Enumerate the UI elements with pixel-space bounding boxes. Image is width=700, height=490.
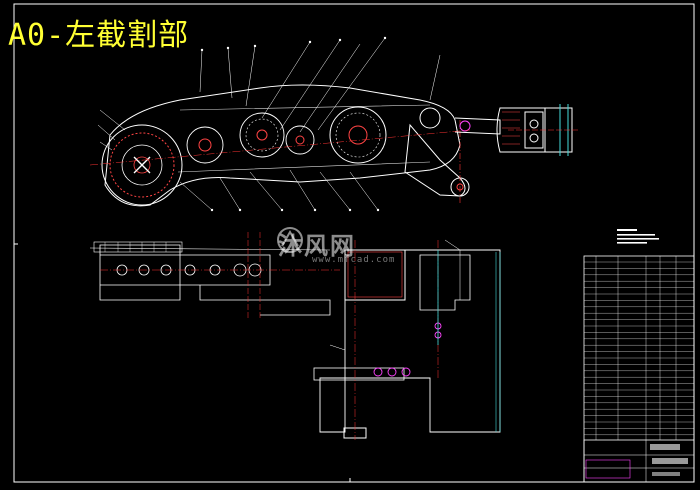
technical-notes	[617, 229, 659, 244]
balloon-marks-top	[200, 36, 387, 212]
left-drum-gear	[101, 124, 183, 206]
drawing-frame	[13, 3, 695, 483]
gearbox-section-view	[313, 239, 501, 440]
arm-centerline	[89, 129, 471, 166]
drawing-title: A0-左截割部	[8, 18, 190, 53]
rocker-link	[404, 123, 466, 197]
section-detail-right	[496, 104, 578, 156]
leader-lines-top	[97, 37, 441, 211]
cutting-arm-assembly	[89, 84, 501, 207]
watermark-url: www.mfcad.com	[312, 255, 396, 265]
shaft-section-view	[89, 232, 340, 320]
intermediate-gears	[186, 106, 441, 164]
watermark-text: 沐风网	[278, 232, 356, 260]
arm-inner-lines	[177, 104, 431, 173]
output-shaft	[454, 117, 501, 135]
shaft-seal	[459, 120, 471, 132]
arm-outline	[104, 84, 461, 207]
watermark-logo-mark	[277, 227, 303, 253]
title-block	[583, 439, 695, 483]
